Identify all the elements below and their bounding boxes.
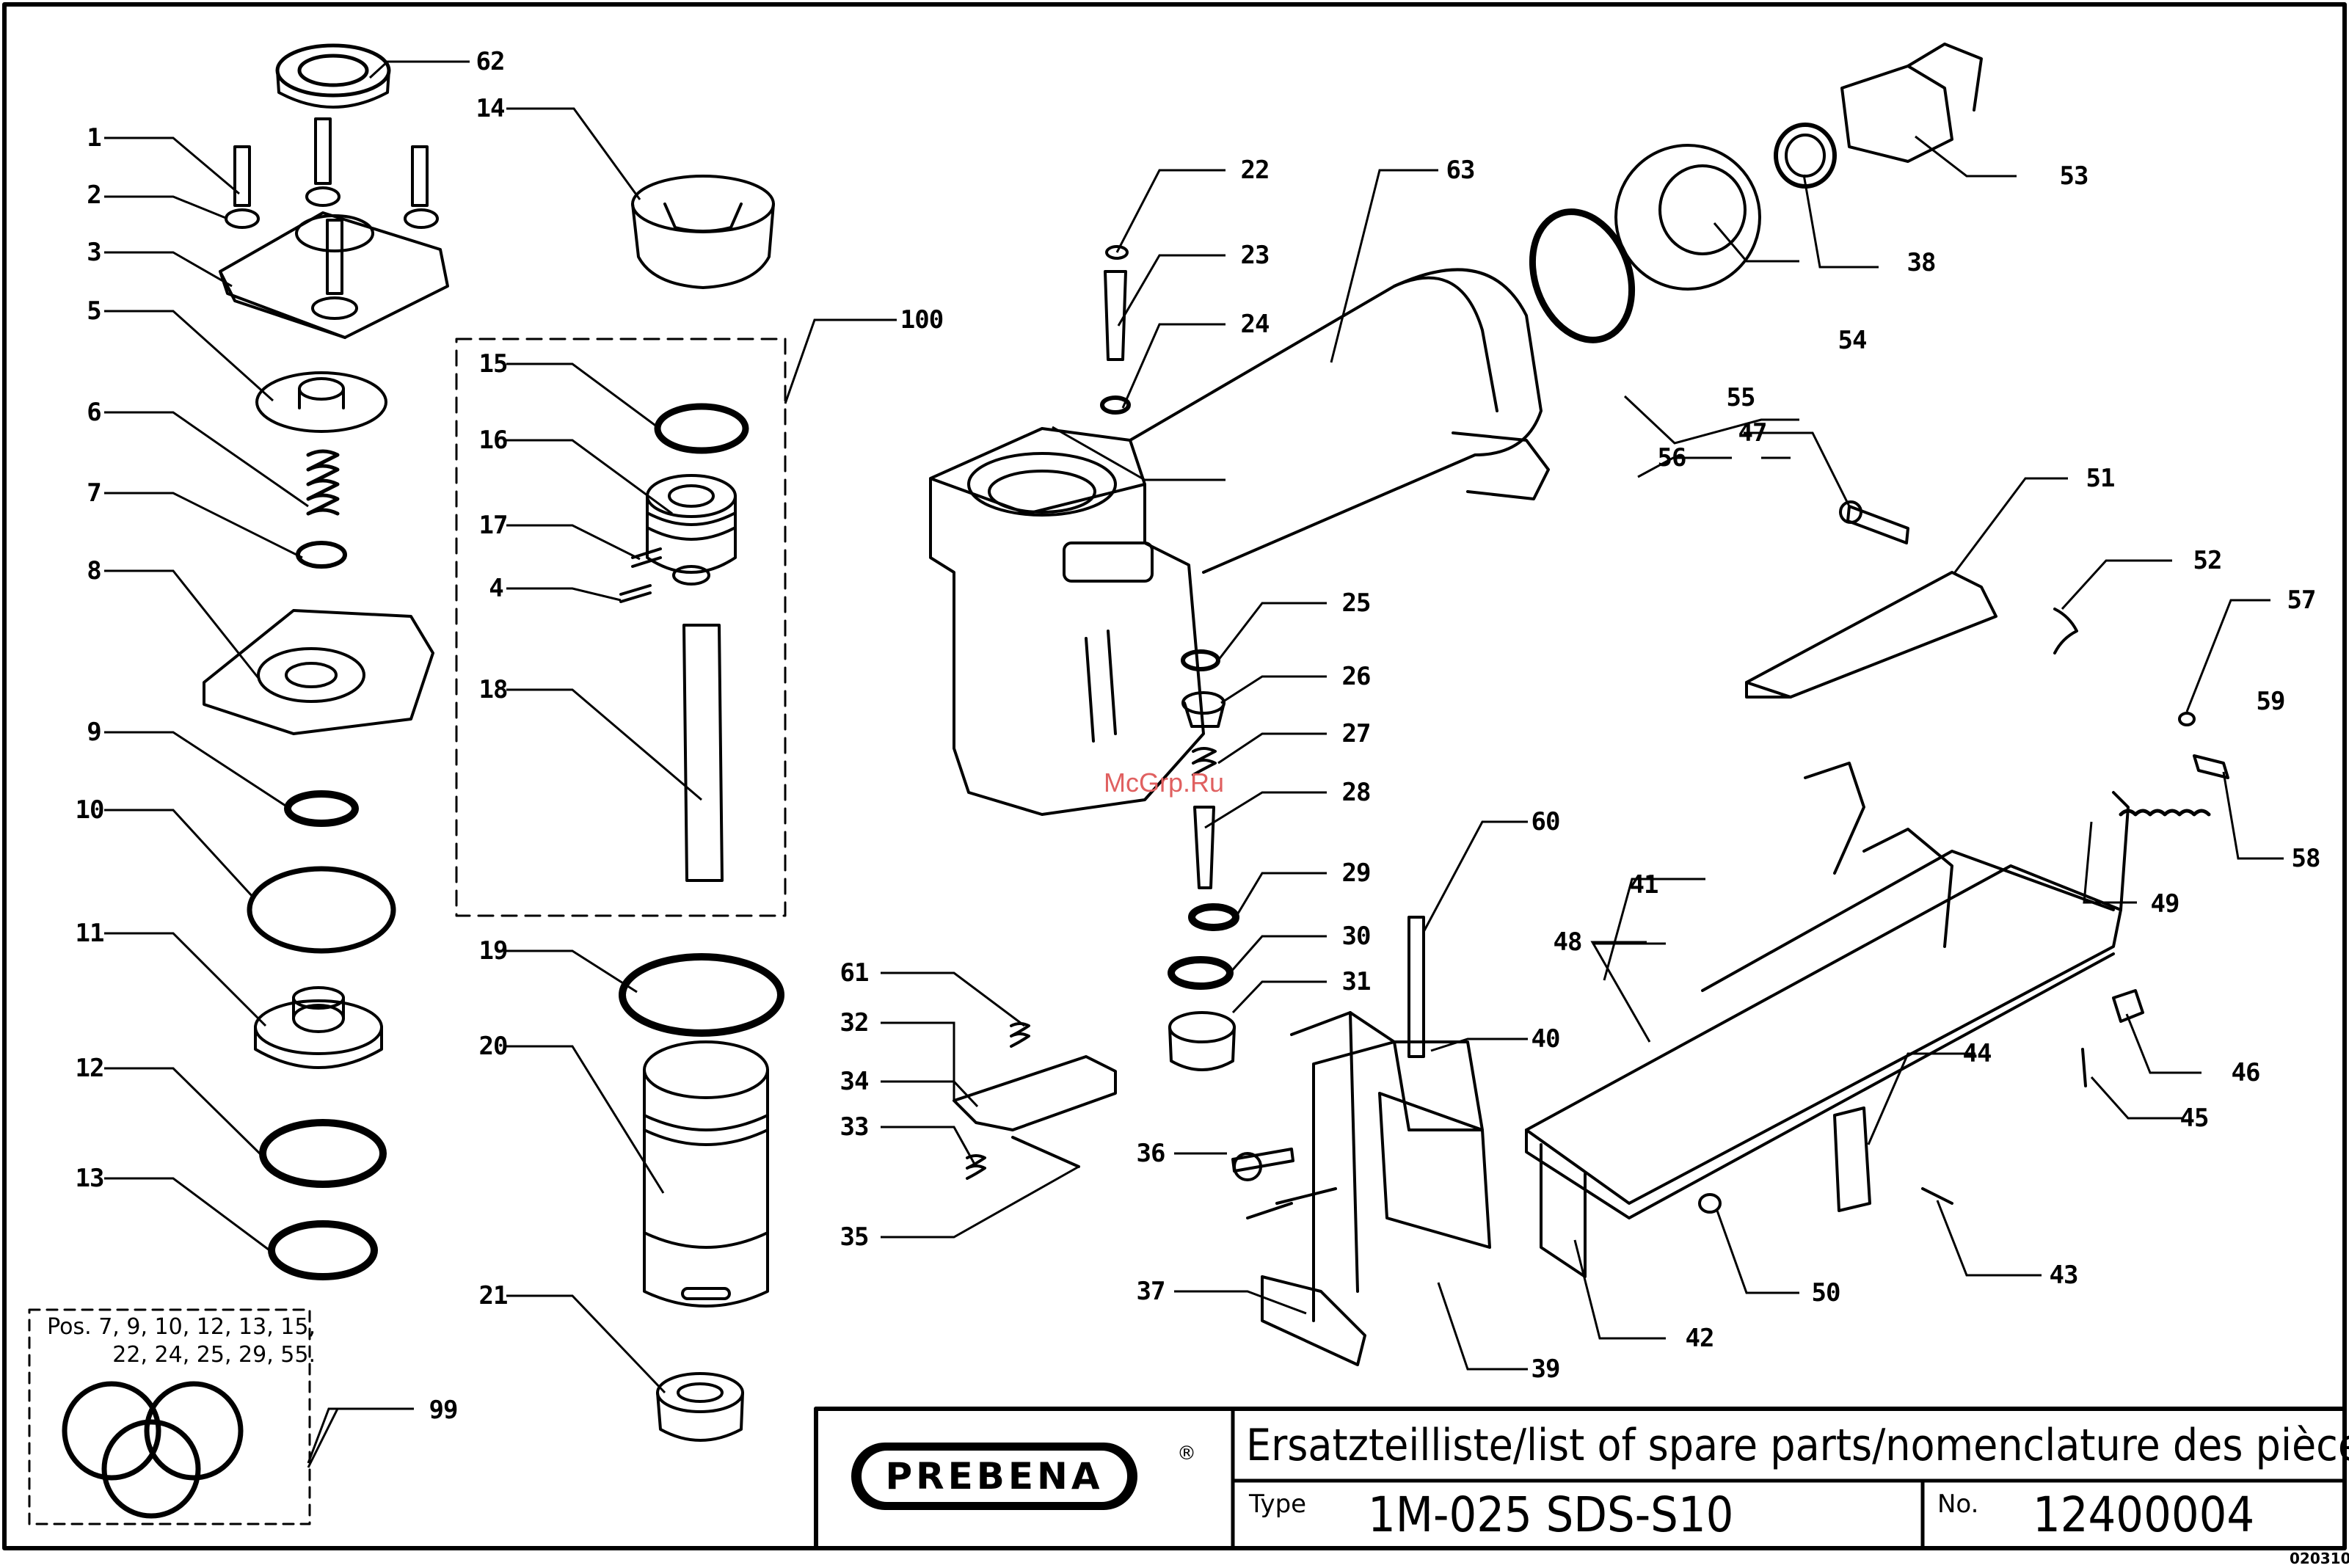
callout-45: 45 — [2179, 1104, 2210, 1133]
watermark: McGrp.Ru — [1104, 767, 1225, 798]
callout-35: 35 — [840, 1222, 870, 1252]
callout-24: 24 — [1240, 310, 1270, 339]
callout-5: 5 — [87, 296, 102, 326]
number-value: 12400004 — [2033, 1487, 2255, 1543]
callout-15: 15 — [478, 349, 509, 379]
number-label: No. — [1937, 1489, 1979, 1519]
callout-19: 19 — [478, 936, 509, 966]
callout-52: 52 — [2193, 546, 2223, 575]
callout-29: 29 — [1341, 858, 1372, 888]
callout-46: 46 — [2231, 1058, 2261, 1087]
callout-4: 4 — [489, 574, 504, 603]
callout-54: 54 — [1838, 326, 1868, 355]
callout-37: 37 — [1136, 1277, 1166, 1306]
callout-57: 57 — [2287, 586, 2317, 615]
callout-2: 2 — [87, 180, 102, 210]
callout-63: 63 — [1446, 156, 1476, 185]
seal-kit-line-2: 22, 24, 25, 29, 55. — [112, 1342, 316, 1368]
callout-39: 39 — [1531, 1354, 1561, 1384]
callout-36: 36 — [1136, 1139, 1166, 1168]
callout-31: 31 — [1341, 967, 1372, 996]
callout-20: 20 — [478, 1032, 509, 1061]
titleblock-title: Ersatzteilliste/list of spare parts/nome… — [1246, 1420, 2349, 1471]
callout-27: 27 — [1341, 719, 1372, 748]
callout-9: 9 — [87, 718, 102, 747]
callout-51: 51 — [2086, 464, 2116, 493]
seal-kit-note: Pos. 7, 9, 10, 12, 13, 15, 22, 24, 25, 2… — [29, 1313, 316, 1369]
callout-11: 11 — [75, 919, 105, 948]
callout-43: 43 — [2049, 1261, 2079, 1290]
callout-34: 34 — [840, 1067, 870, 1096]
type-value: 1M-025 SDS-S10 — [1368, 1487, 1734, 1543]
callout-58: 58 — [2291, 844, 2321, 873]
callout-33: 33 — [840, 1112, 870, 1142]
callout-26: 26 — [1341, 662, 1372, 691]
callout-99: 99 — [429, 1396, 459, 1425]
callout-1: 1 — [87, 123, 102, 153]
callout-13: 13 — [75, 1164, 105, 1193]
callout-53: 53 — [2059, 161, 2089, 191]
callout-12: 12 — [75, 1054, 105, 1083]
type-label: Type — [1249, 1489, 1307, 1519]
callout-44: 44 — [1962, 1039, 1992, 1068]
callout-49: 49 — [2150, 889, 2180, 919]
callout-30: 30 — [1341, 922, 1372, 951]
callout-8: 8 — [87, 556, 102, 586]
callout-14: 14 — [476, 94, 506, 123]
seal-kit-line-1: Pos. 7, 9, 10, 12, 13, 15, — [47, 1314, 316, 1340]
registered-mark: ® — [1177, 1443, 1196, 1465]
callout-6: 6 — [87, 398, 102, 427]
drawing-code: 020310 — [2290, 1550, 2349, 1567]
callout-59: 59 — [2256, 687, 2286, 716]
callout-16: 16 — [478, 426, 509, 455]
callout-18: 18 — [478, 675, 509, 704]
callout-47: 47 — [1738, 418, 1768, 448]
brand-logo: PREBENA — [851, 1443, 1137, 1510]
callout-28: 28 — [1341, 778, 1372, 807]
brand-name: PREBENA — [885, 1455, 1104, 1498]
callout-50: 50 — [1811, 1278, 1841, 1308]
callout-40: 40 — [1531, 1024, 1561, 1054]
callout-10: 10 — [75, 795, 105, 825]
callout-23: 23 — [1240, 241, 1270, 270]
callout-62: 62 — [476, 47, 506, 76]
callout-60: 60 — [1531, 807, 1561, 836]
callout-17: 17 — [478, 511, 509, 540]
callout-7: 7 — [87, 478, 102, 508]
callout-61: 61 — [840, 958, 870, 988]
callout-48: 48 — [1553, 927, 1583, 957]
callout-55: 55 — [1726, 383, 1756, 412]
callout-21: 21 — [478, 1281, 509, 1310]
callout-3: 3 — [87, 238, 102, 267]
callout-56: 56 — [1657, 443, 1687, 473]
callout-22: 22 — [1240, 156, 1270, 185]
callout-42: 42 — [1685, 1324, 1715, 1353]
callout-100: 100 — [900, 305, 944, 335]
callout-41: 41 — [1629, 870, 1659, 900]
callout-25: 25 — [1341, 588, 1372, 618]
callout-38: 38 — [1906, 248, 1937, 277]
callout-32: 32 — [840, 1008, 870, 1038]
